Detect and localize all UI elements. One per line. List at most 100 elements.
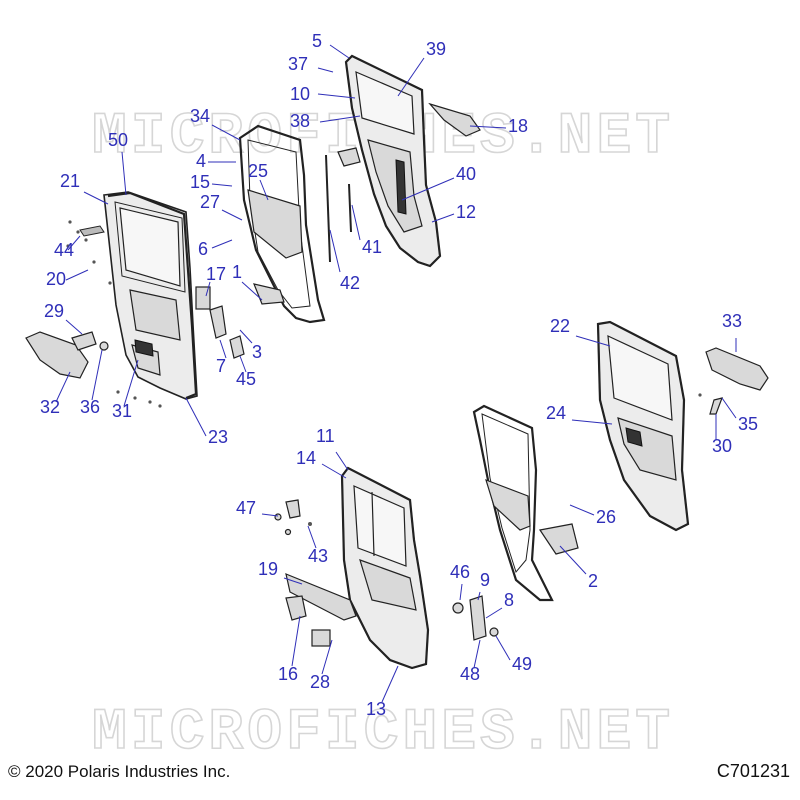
callout-6: 6 — [198, 239, 208, 259]
hinge-hardware — [274, 513, 499, 641]
leader-line-2 — [559, 545, 587, 575]
leader-line-18 — [469, 125, 507, 129]
leader-line-40 — [401, 177, 455, 201]
callout-46: 46 — [450, 562, 470, 582]
leader-line-36 — [91, 349, 103, 401]
callout-36: 36 — [80, 397, 100, 417]
callout-13: 13 — [366, 699, 386, 719]
callout-32: 32 — [40, 397, 60, 417]
callout-34: 34 — [190, 106, 210, 126]
leader-line-11 — [335, 451, 349, 471]
watermark-bottom: MICROFICHES.NET — [92, 701, 674, 766]
right-grab-handle — [698, 347, 769, 415]
callout-4: 4 — [196, 151, 206, 171]
callout-27: 27 — [200, 192, 220, 212]
leader-line-34 — [211, 124, 241, 141]
callout-28: 28 — [310, 672, 330, 692]
leader-line-39 — [397, 57, 425, 97]
callout-38: 38 — [290, 111, 310, 131]
callout-48: 48 — [460, 664, 480, 684]
callout-25: 25 — [248, 161, 268, 181]
callout-8: 8 — [504, 590, 514, 610]
leader-line-48 — [473, 639, 481, 669]
callout-18: 18 — [508, 116, 528, 136]
callout-7: 7 — [216, 356, 226, 376]
callout-19: 19 — [258, 559, 278, 579]
rear-left-door-panel — [103, 191, 198, 400]
callouts: 1234567891011121314151617181920212223242… — [40, 31, 758, 719]
leader-line-38 — [319, 115, 361, 123]
leader-line-44 — [67, 235, 81, 251]
rear-left-door-frame — [195, 124, 326, 359]
front-door-assembly — [285, 466, 430, 670]
leader-line-3 — [239, 329, 253, 344]
leader-line-49 — [495, 635, 511, 661]
callout-20: 20 — [46, 269, 66, 289]
callout-50: 50 — [108, 130, 128, 150]
callout-5: 5 — [312, 31, 322, 51]
callout-21: 21 — [60, 171, 80, 191]
callout-22: 22 — [550, 316, 570, 336]
leader-line-13 — [381, 665, 399, 703]
callout-45: 45 — [236, 369, 256, 389]
callout-41: 41 — [362, 237, 382, 257]
leader-line-27 — [221, 209, 243, 221]
leader-line-5 — [329, 44, 350, 59]
callout-2: 2 — [588, 571, 598, 591]
leader-line-21 — [83, 191, 109, 205]
leader-line-29 — [65, 319, 83, 335]
leader-line-24 — [571, 419, 613, 425]
leader-line-46 — [459, 583, 463, 601]
rear-left-door-shell — [344, 54, 481, 268]
callout-24: 24 — [546, 403, 566, 423]
leader-line-31 — [123, 359, 139, 407]
leader-line-8 — [485, 607, 503, 619]
leader-line-50 — [121, 151, 127, 196]
callout-16: 16 — [278, 664, 298, 684]
leader-line-14 — [321, 463, 347, 479]
callout-3: 3 — [252, 342, 262, 362]
copyright-notice: © 2020 Polaris Industries Inc. — [8, 762, 231, 781]
callout-23: 23 — [208, 427, 228, 447]
callout-26: 26 — [596, 507, 616, 527]
hardware-fasteners-left — [66, 220, 162, 408]
callout-39: 39 — [426, 39, 446, 59]
leader-line-32 — [55, 371, 71, 403]
leader-line-37 — [317, 67, 334, 73]
rear-right-door-frame — [472, 404, 579, 602]
leader-line-35 — [721, 397, 737, 419]
callout-1: 1 — [232, 262, 242, 282]
leader-line-47 — [261, 513, 279, 517]
leader-line-25 — [259, 179, 269, 201]
callout-9: 9 — [480, 570, 490, 590]
leader-line-17 — [205, 281, 211, 297]
callout-47: 47 — [236, 498, 256, 518]
leader-line-20 — [65, 269, 89, 281]
callout-37: 37 — [288, 54, 308, 74]
callout-43: 43 — [308, 546, 328, 566]
callout-11: 11 — [316, 426, 335, 446]
leader-line-7 — [219, 339, 227, 359]
callout-49: 49 — [512, 654, 532, 674]
door-rods — [325, 147, 361, 263]
leader-line-15 — [211, 183, 233, 187]
leader-line-10 — [317, 93, 356, 99]
callout-14: 14 — [296, 448, 316, 468]
leader-line-12 — [431, 213, 455, 223]
leader-line-16 — [291, 615, 301, 667]
left-grab-handle — [25, 331, 109, 379]
callout-29: 29 — [44, 301, 64, 321]
callout-31: 31 — [112, 401, 132, 421]
leader-line-42 — [329, 229, 341, 273]
callout-44: 44 — [54, 240, 74, 260]
callout-33: 33 — [722, 311, 742, 331]
diagram-code: C701231 — [716, 761, 790, 781]
leader-line-45 — [239, 355, 247, 373]
leader-line-26 — [569, 504, 595, 516]
callout-17: 17 — [206, 264, 226, 284]
leader-line-19 — [283, 577, 303, 585]
rear-right-door-panel — [596, 320, 690, 532]
leader-line-28 — [321, 639, 333, 675]
leader-line-1 — [241, 281, 263, 301]
